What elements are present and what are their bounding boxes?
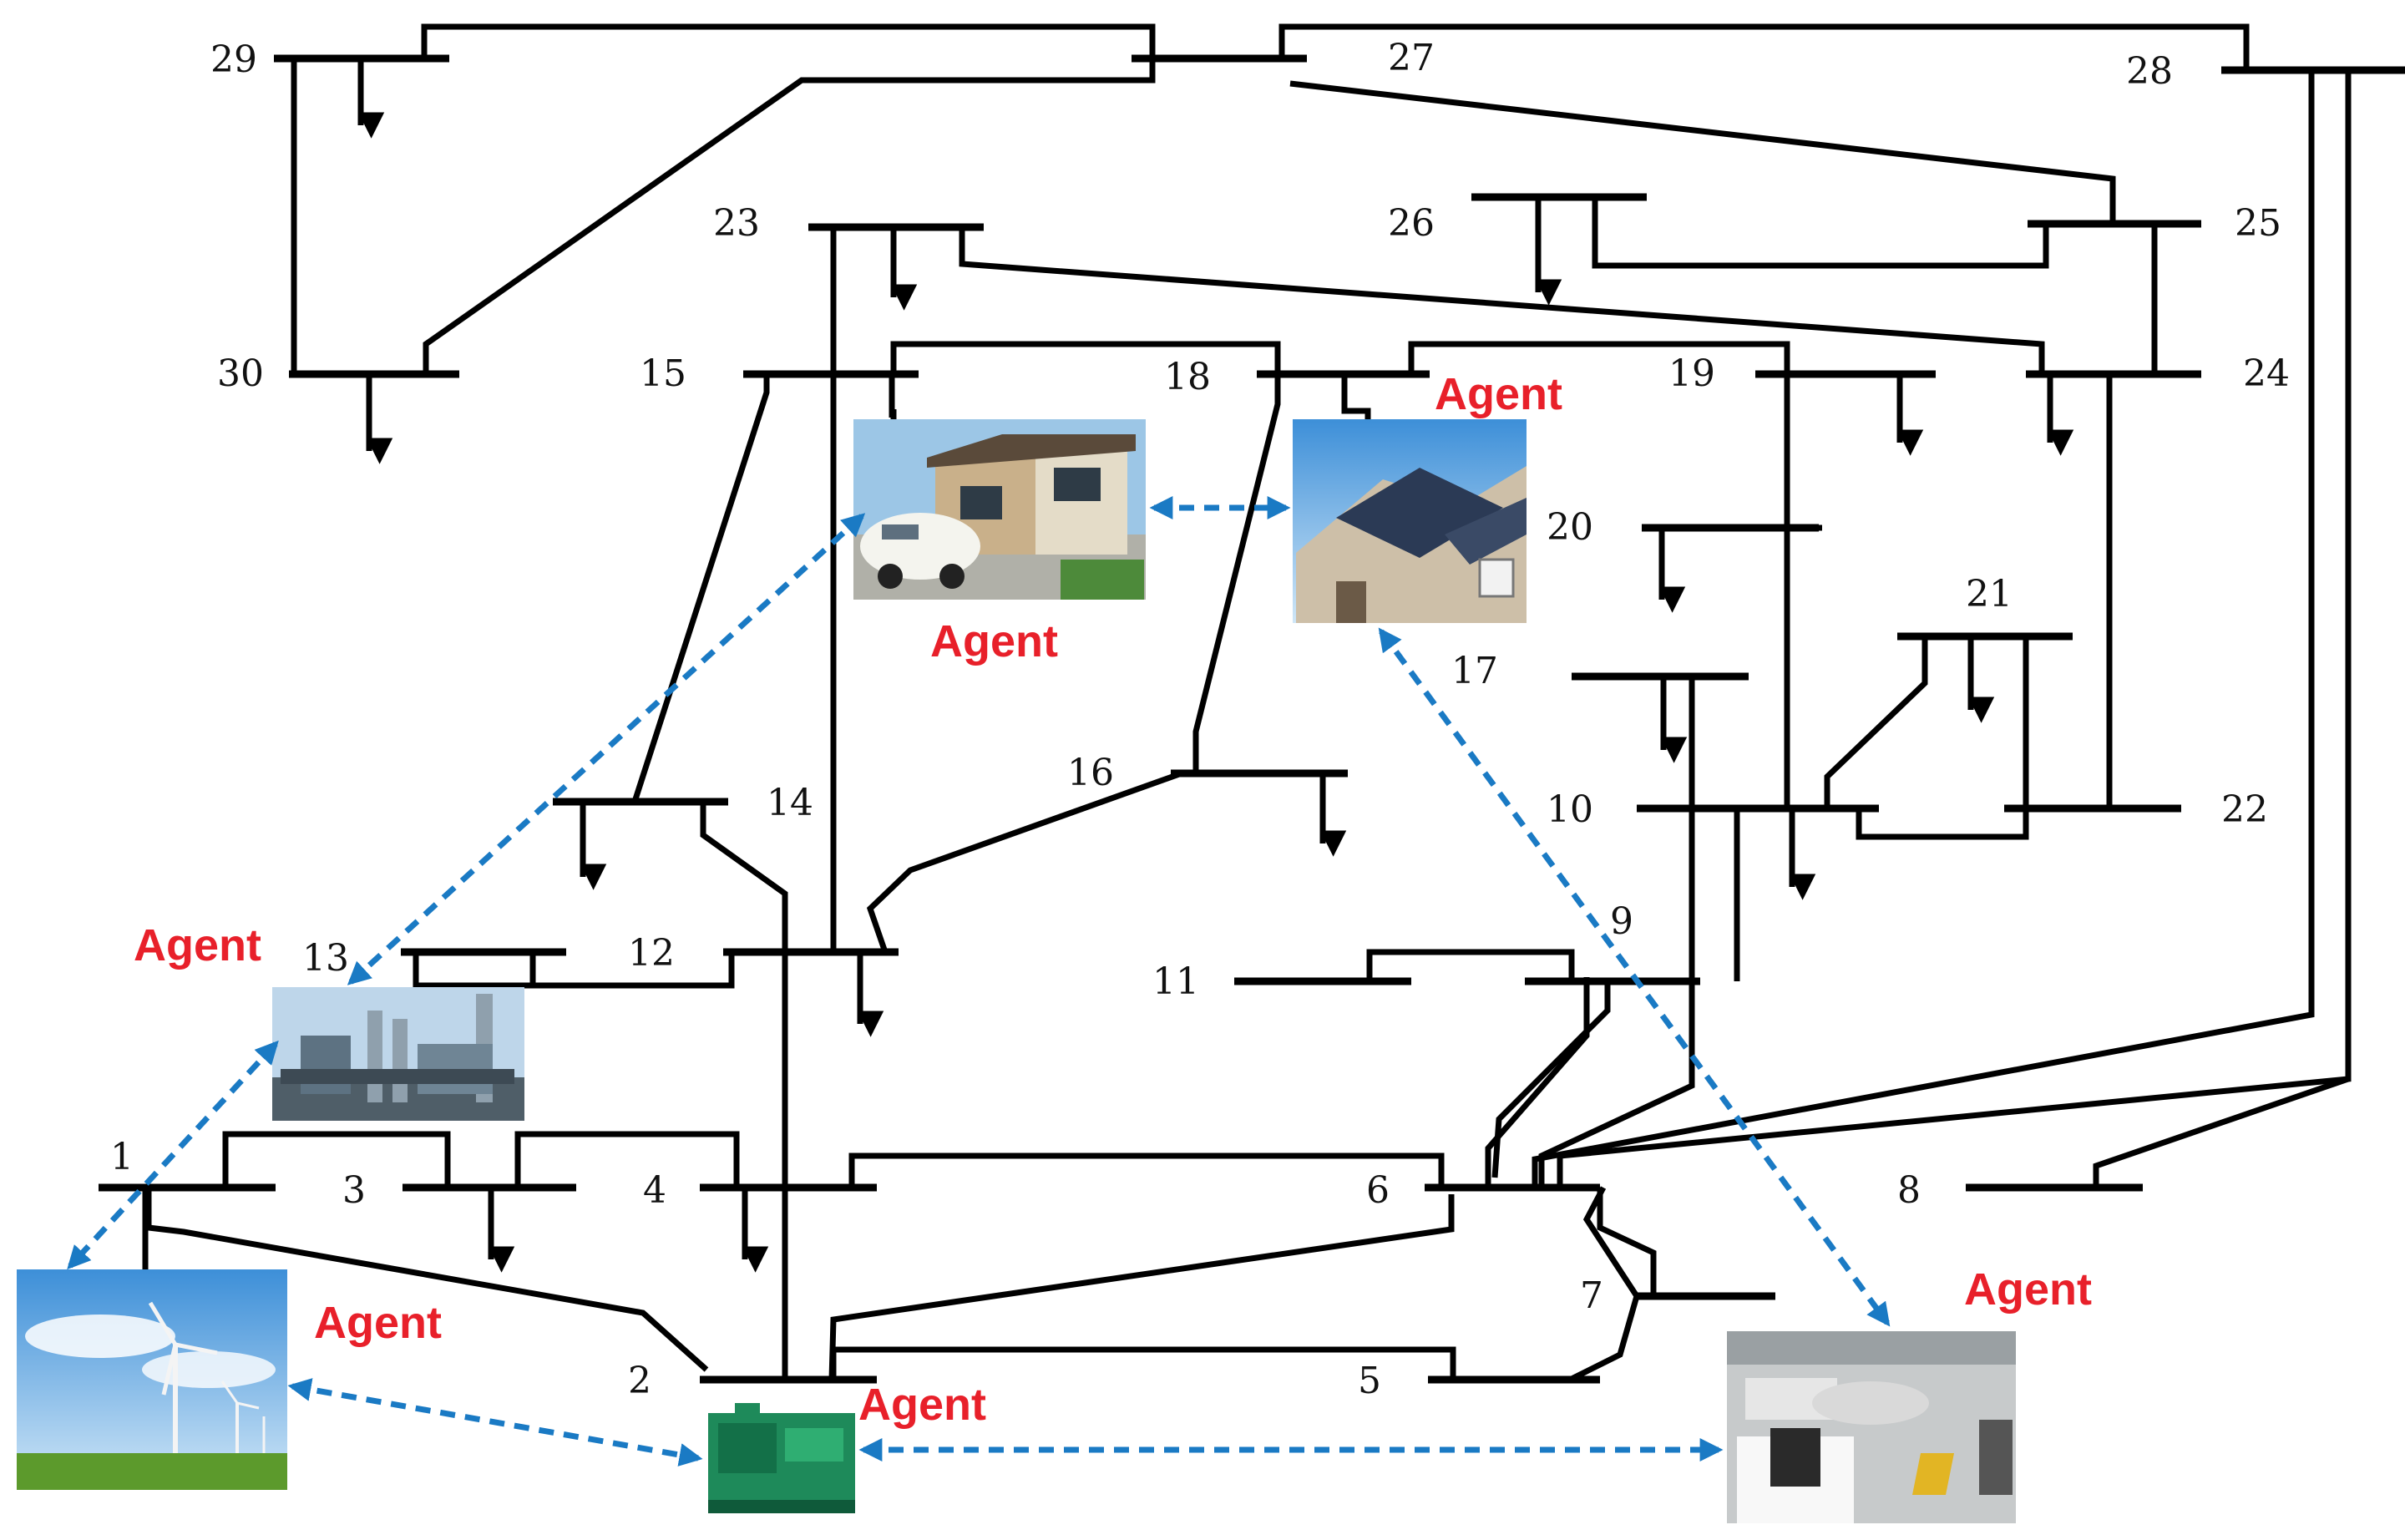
bus-label-18: 18 [1164, 356, 1211, 398]
bus-label-10: 10 [1547, 788, 1593, 831]
bus-label-20: 20 [1547, 506, 1593, 549]
agent-label-ev-charger: Agent [1964, 1264, 2092, 1315]
bus-label-23: 23 [713, 202, 760, 245]
bus-label-15: 15 [640, 352, 686, 395]
bus-label-2: 2 [628, 1360, 651, 1402]
wind-farm-picture [17, 1269, 287, 1490]
bus-label-30: 30 [217, 352, 264, 395]
bus-label-5: 5 [1358, 1360, 1381, 1402]
ev-home-picture [853, 419, 1146, 600]
transmission-lines [142, 23, 2352, 1383]
bus-label-3: 3 [342, 1169, 366, 1212]
load-arrows [357, 58, 2074, 1273]
generator-picture [708, 1403, 855, 1513]
bus-label-1: 1 [110, 1136, 134, 1178]
bus-label-17: 17 [1451, 650, 1498, 692]
agent-label-solar-home: Agent [1435, 369, 1562, 419]
bus-label-28: 28 [2126, 50, 2173, 93]
power-plant-picture [272, 987, 524, 1121]
bus-label-8: 8 [1897, 1169, 1921, 1212]
bus-label-11: 11 [1152, 960, 1199, 1003]
bus-label-7: 7 [1580, 1274, 1603, 1317]
bus-label-22: 22 [2221, 788, 2268, 831]
bus-label-4: 4 [643, 1169, 666, 1212]
agent-label-wind-farm: Agent [314, 1298, 442, 1348]
bus-label-21: 21 [1966, 573, 2013, 615]
bus-label-24: 24 [2243, 352, 2290, 395]
agent-label-generator: Agent [858, 1380, 986, 1430]
bus-label-13: 13 [302, 937, 349, 980]
agent-labels: Agent Agent Agent Agent Agent Agent [134, 369, 2092, 1430]
bus-label-25: 25 [2235, 202, 2281, 245]
solar-home-picture [1293, 419, 1527, 623]
ev-charger-picture [1727, 1331, 2016, 1523]
agent-label-ev-home: Agent [930, 616, 1058, 666]
bus-label-6: 6 [1366, 1169, 1390, 1212]
communication-links [67, 496, 1891, 1467]
bus-bars [99, 54, 2405, 1384]
bus-label-26: 26 [1388, 202, 1435, 245]
bus-label-9: 9 [1610, 900, 1633, 943]
agent-label-power-plant: Agent [134, 920, 261, 970]
bus-label-14: 14 [767, 782, 813, 824]
bus-label-19: 19 [1668, 352, 1715, 395]
bus-label-16: 16 [1067, 752, 1114, 794]
bus-label-29: 29 [210, 38, 257, 81]
bus-label-27: 27 [1388, 37, 1435, 79]
bus-label-12: 12 [628, 932, 675, 975]
